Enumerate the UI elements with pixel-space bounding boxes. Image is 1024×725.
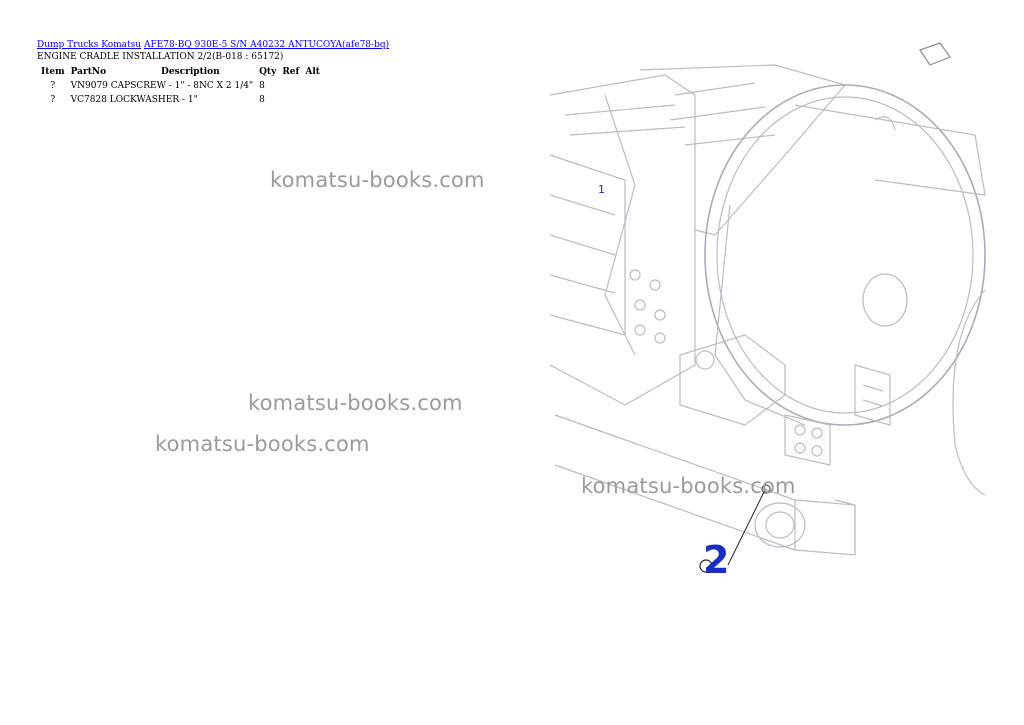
header-ref: Ref [282,67,300,77]
cell-qty: 8 [259,81,265,91]
header-qty: Qty [259,67,277,77]
cell-description: CAPSCREW - 1" - 8NC X 2 1/4" [110,81,254,91]
cell-item: ? [50,95,56,105]
breadcrumb-link-model[interactable]: AFE78-BQ 930E-5 S/N A40232 ANTUCOYA(afe7… [143,40,390,50]
breadcrumb-link-dump-trucks[interactable]: Dump Trucks Komatsu [37,40,142,50]
cell-ref [279,93,302,107]
parts-table: Item PartNo Description Qty Ref Alt ? VN… [38,66,323,107]
table-header-row: Item PartNo Description Qty Ref Alt [38,66,323,79]
header-partno: PartNo [70,67,107,77]
cell-partno: VC7828 [70,95,107,105]
cell-ref [279,79,302,93]
cell-qty: 8 [259,95,265,105]
watermark: komatsu-books.com [155,432,370,456]
cell-item: ? [50,81,56,91]
parts-diagram: 1 2 [549,42,986,582]
header-item: Item [41,67,65,77]
watermark: komatsu-books.com [248,391,463,415]
header-alt: Alt [305,67,320,77]
callout-2-label: 2 [703,538,729,582]
breadcrumb: Dump Trucks Komatsu AFE78-BQ 930E-5 S/N … [37,40,389,51]
cell-alt [302,79,323,93]
header-description: Description [161,67,220,77]
cell-partno-desc: VN9079 CAPSCREW - 1" - 8NC X 2 1/4" [68,79,256,93]
table-row: ? VN9079 CAPSCREW - 1" - 8NC X 2 1/4" 8 [38,79,323,93]
table-row: ? VC7828 LOCKWASHER - 1" 8 [38,93,323,107]
cell-partno: VN9079 [70,81,108,91]
watermark: komatsu-books.com [270,168,485,192]
cell-alt [302,93,323,107]
cell-description: LOCKWASHER - 1" [109,95,198,105]
watermark: komatsu-books.com [581,474,796,498]
page-title: ENGINE CRADLE INSTALLATION 2/2(B-018 : 6… [37,52,284,62]
cell-partno-desc: VC7828 LOCKWASHER - 1" [68,93,256,107]
callout-1-label: 1 [598,183,605,196]
